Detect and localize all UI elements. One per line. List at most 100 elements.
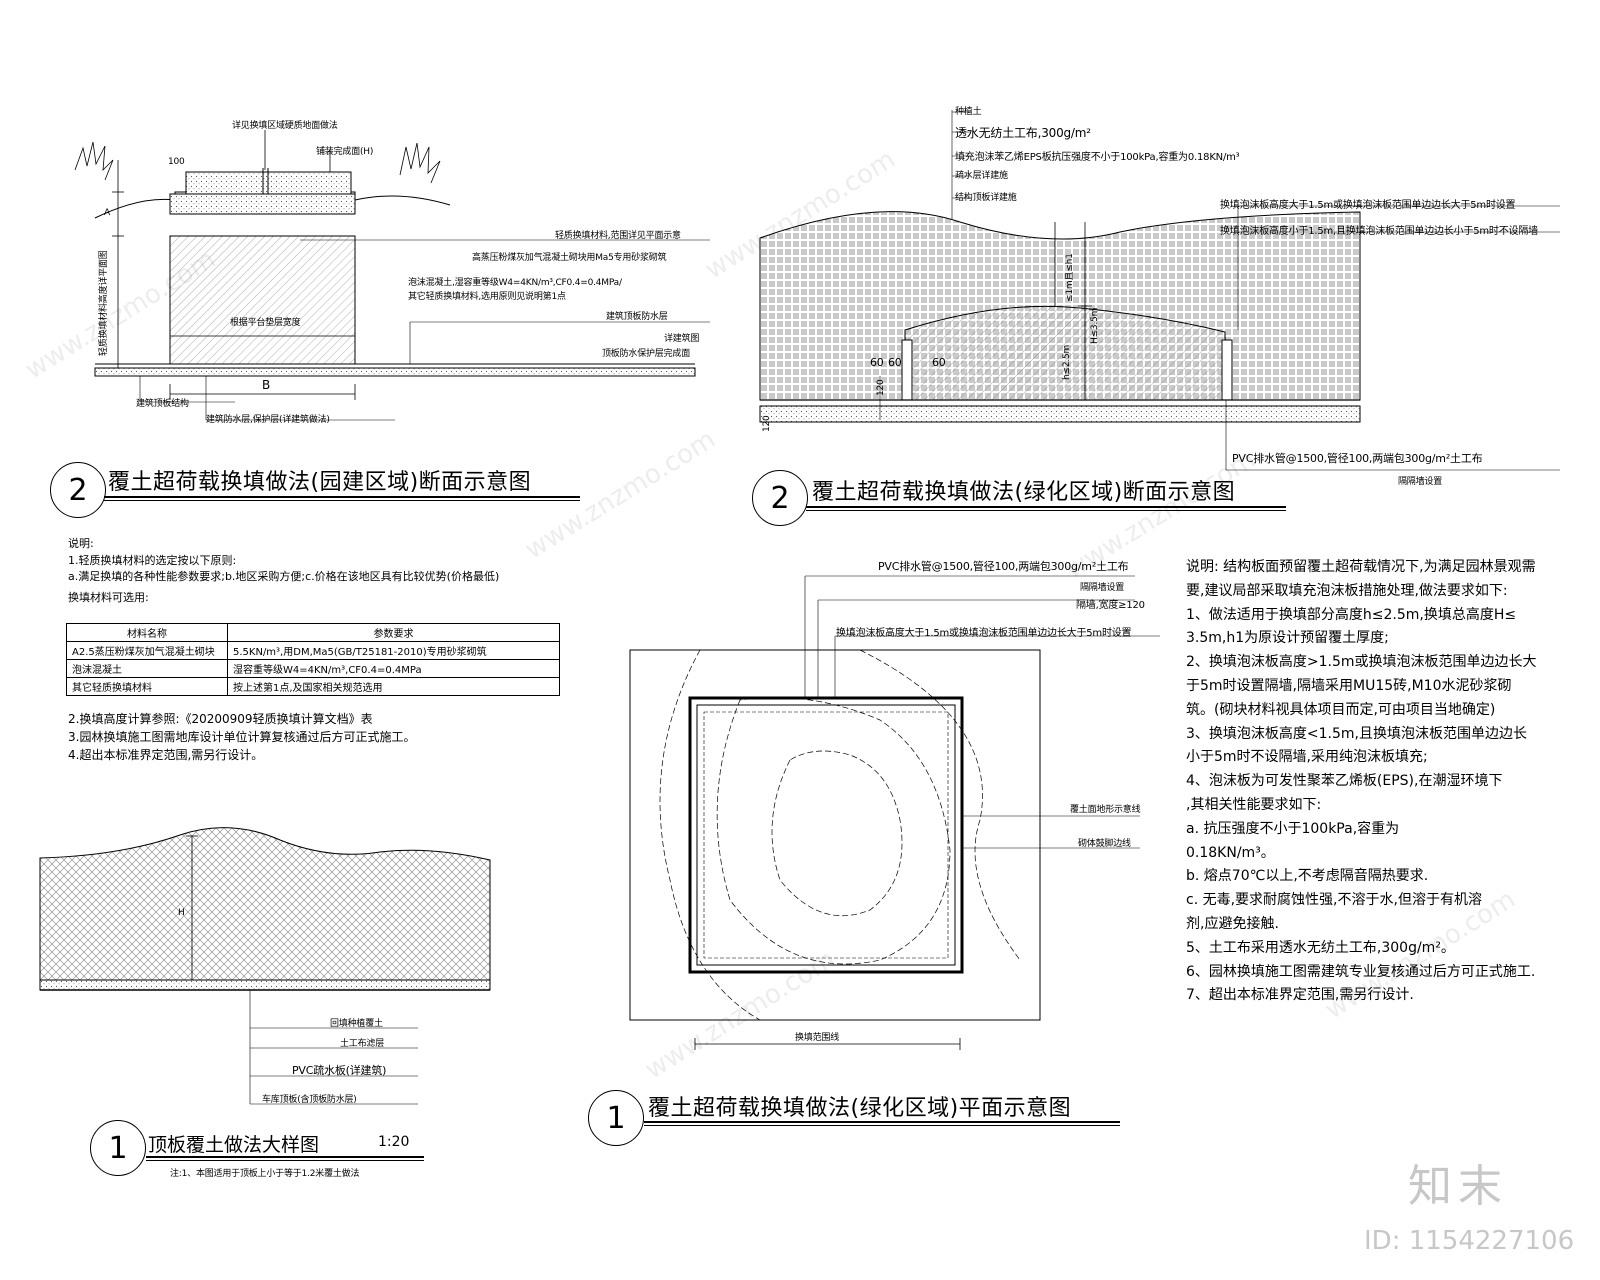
label-other-light: 其它轻质换填材料,选用原则见说明第1点 [408, 292, 566, 302]
table-cell: 按上述第1点,及国家相关规范选用 [227, 677, 560, 696]
notes-right: 说明: 结构板面预留覆土超荷载情况下,为满足园林景观需 要,建议局部采取填充泡沫… [1186, 556, 1537, 1008]
label-aac-block: 高蒸压粉煤灰加气混凝土砌块用Ma5专用砂浆砌筑 [472, 253, 667, 263]
detail-title: 顶板覆土做法大样图 [148, 1134, 320, 1156]
label-top-ref: 详见换填区域硬质地面做法 [232, 121, 338, 131]
notes-line: 3.5m,h1为原设计预留覆土厚度; [1186, 630, 1389, 647]
notes-item: 1.轻质换填材料的选定按以下原则: [68, 553, 237, 567]
detail-note: 注:1、本图适用于顶板上小于等于1.2米覆土做法 [170, 1169, 360, 1179]
notes-line: 小于5m时不设隔墙,采用纯泡沫板填充; [1186, 749, 1428, 766]
plan-title: 覆土超荷载换填做法(绿化区域)平面示意图 [648, 1096, 1072, 1121]
section-title: 覆土超荷载换填做法(绿化区域)断面示意图 [812, 480, 1236, 505]
watermark-id: ID: 1154227106 [1364, 1226, 1575, 1256]
notes-line: a. 抗压强度不小于100kPa,容重为 [1186, 820, 1400, 837]
label-roof-waterproof: 建筑顶板防水层 [606, 312, 668, 322]
notes-line: 4、泡沫板为可发性聚苯乙烯板(EPS),在潮湿环境下 [1186, 773, 1503, 790]
section-number-circle: 1 [588, 1090, 644, 1146]
plan-label-wall: 隔隔墙设置 [1080, 583, 1125, 593]
label-dim-60b: 60 [888, 356, 902, 369]
plan-lvhua-drawing [629, 575, 1160, 1050]
plan-label-contour: 覆土面地形示意线 [1070, 805, 1141, 815]
label-dim-100: 100 [168, 157, 185, 167]
plan-label-range: 换填范围线 [795, 1033, 840, 1043]
notes-header: 说明: [68, 537, 94, 550]
notes-line: 筑。(砌块材料视具体项目而定,可由项目当地确定) [1186, 701, 1496, 718]
label-waterproof-protect: 建筑防水层,保护层(详建筑做法) [206, 415, 330, 425]
table-row: 其它轻质换填材料 按上述第1点,及国家相关规范选用 [66, 677, 560, 696]
section-yuanjian-drawing [74, 130, 710, 421]
title-underline [104, 500, 580, 501]
section-number-circle: 1 [90, 1120, 146, 1176]
label-r2: 换填泡沫板高度小于1.5m,且换填泡沫板范围单边边长小于5m时不设隔墙 [1220, 226, 1538, 237]
notes-line: 要,建议局部采取填充泡沫板措施处理,做法要求如下: [1186, 582, 1508, 599]
label-roof-protect: 顶板防水保护层完成面 [602, 349, 691, 359]
label-foam-concrete: 泡沫混凝土,湿容重等级W4=4KN/m³,CF0.4=0.4MPa/ [408, 278, 622, 288]
notes-line: 0.18KN/m³。 [1186, 844, 1275, 861]
label-dim-H: H≤3.5m [1090, 307, 1100, 344]
label-layer-d: 车库顶板(含顶板防水层) [262, 1095, 357, 1105]
table-cell: 泡沫混凝土 [66, 659, 228, 678]
label-dim-h: h≤2.5m [1062, 344, 1072, 380]
table-row: A2.5蒸压粉煤灰加气混凝土砌块 5.5KN/m³,用DM,Ma5(GB/T25… [66, 641, 560, 660]
notes-line: 7、超出本标准界定范围,需另行设计. [1186, 987, 1414, 1004]
notes-line: 1、做法适用于换填部分高度h≤2.5m,换填总高度H≤ [1186, 606, 1517, 623]
notes-line: ,其相关性能要求如下: [1186, 796, 1322, 813]
title-underline [146, 1160, 424, 1161]
label-wall: 隔隔墙设置 [1398, 477, 1443, 487]
table-row: 泡沫混凝土 湿容重等级W4=4KN/m³,CF0.4=0.4MPa [66, 659, 560, 678]
notes-line: 3、换填泡沫板高度<1.5m,且换填泡沫板范围单边边长 [1186, 725, 1527, 742]
title-underline [806, 506, 1286, 508]
notes-line: 2、换填泡沫板高度>1.5m或换填泡沫板范围单边边长大 [1186, 654, 1537, 671]
title-underline [644, 1121, 1120, 1123]
label-slab-thickness: 根据平台垫层宽度 [230, 318, 301, 328]
title-underline [104, 496, 580, 498]
notes-item: 4.超出本标准界定范围,需另行设计。 [68, 748, 264, 762]
label-l3: 填充泡沫苯乙烯EPS板抗压强度不小于100kPa,容重为0.18KN/m³ [955, 152, 1240, 163]
plan-label-wall-width: 隔墙,宽度≥120 [1076, 600, 1145, 611]
notes-line: 6、园林换填施工图需建筑专业复核通过后方可正式施工. [1186, 963, 1536, 980]
notes-line: b. 熔点70℃以上,不考虑隔音隔热要求. [1186, 868, 1429, 885]
label-layer-b: 土工布滤层 [340, 1039, 385, 1049]
section-number-circle: 2 [50, 462, 106, 518]
section-lvhua-drawing [759, 110, 1560, 471]
plan-label-pvc: PVC排水管@1500,管径100,两端包300g/m²土工布 [878, 560, 1129, 573]
title-underline [146, 1156, 424, 1158]
label-dim-120: 120 [876, 379, 886, 396]
notes-line: 说明: 结构板面预留覆土超荷载情况下,为满足园林景观需 [1186, 559, 1536, 575]
plan-label-cond: 换填泡沫板高度大于1.5m或换填泡沫板范围单边边长大于5m时设置 [836, 628, 1132, 639]
label-l5: 结构顶板详建施 [955, 193, 1017, 203]
section-title: 覆土超荷载换填做法(园建区域)断面示意图 [108, 470, 532, 495]
label-dim-60c: 60 [932, 356, 946, 369]
label-l2: 透水无纺土工布,300g/m² [955, 126, 1091, 140]
table-cell: 5.5KN/m³,用DM,Ma5(GB/T25181-2010)专用砂浆砌筑 [227, 641, 560, 660]
notes-left: 说明: 1.轻质换填材料的选定按以下原则: a.满足换填的各种性能参数要求;b.… [68, 536, 499, 606]
title-underline [644, 1125, 1120, 1126]
label-r1: 换填泡沫板高度大于1.5m或换填泡沫板范围单边边长大于5m时设置 [1220, 200, 1516, 211]
label-dim-a: A [104, 208, 110, 218]
notes-line: 于5m时设置隔墙,隔墙采用MU15砖,M10水泥砂浆砌 [1186, 677, 1512, 694]
notes-line: 5、土工布采用透水无纺土工布,300g/m²。 [1186, 939, 1455, 956]
notes-item: 3.园林换填施工图需地库设计单位计算复核通过后方可正式施工。 [68, 730, 416, 744]
label-pave-finish: 铺装完成面(H) [316, 147, 374, 157]
watermark-logo: 知末 [1408, 1161, 1508, 1212]
label-l4: 疏水层详建施 [955, 171, 1008, 181]
notes-item: 2.换填高度计算参照:《20200909轻质换填计算文档》表 [68, 712, 373, 726]
label-pvc: PVC排水管@1500,管径100,两端包300g/m²土工布 [1232, 452, 1483, 465]
label-see-arch: 详建筑图 [664, 334, 700, 344]
label-dim-H: H [178, 908, 185, 918]
table-header-cell: 参数要求 [227, 623, 560, 642]
label-dim-1201: 120 [762, 415, 772, 432]
label-light-fill: 轻质换填材料,范围详见平面示意 [555, 231, 681, 241]
table-cell: 湿容重等级W4=4KN/m³,CF0.4=0.4MPa [227, 659, 560, 678]
label-dim-60a: 60 [870, 356, 884, 369]
detail-slab-drawing [39, 827, 491, 1105]
title-underline [806, 510, 1286, 511]
label-l1: 种植土 [955, 107, 982, 117]
notes-left-bottom: 2.换填高度计算参照:《20200909轻质换填计算文档》表 3.园林换填施工图… [68, 710, 415, 764]
plan-label-brick: 砌体鼓脚边线 [1078, 839, 1131, 849]
table-header-cell: 材料名称 [66, 623, 228, 642]
detail-scale: 1:20 [378, 1134, 410, 1150]
label-dim-b: B [262, 378, 271, 392]
notes-item: a.满足换填的各种性能参数要求;b.地区采购方便;c.价格在该地区具有比较优势(… [68, 570, 500, 583]
label-dim-h1: ≤1m且≤h1 [1065, 253, 1075, 302]
